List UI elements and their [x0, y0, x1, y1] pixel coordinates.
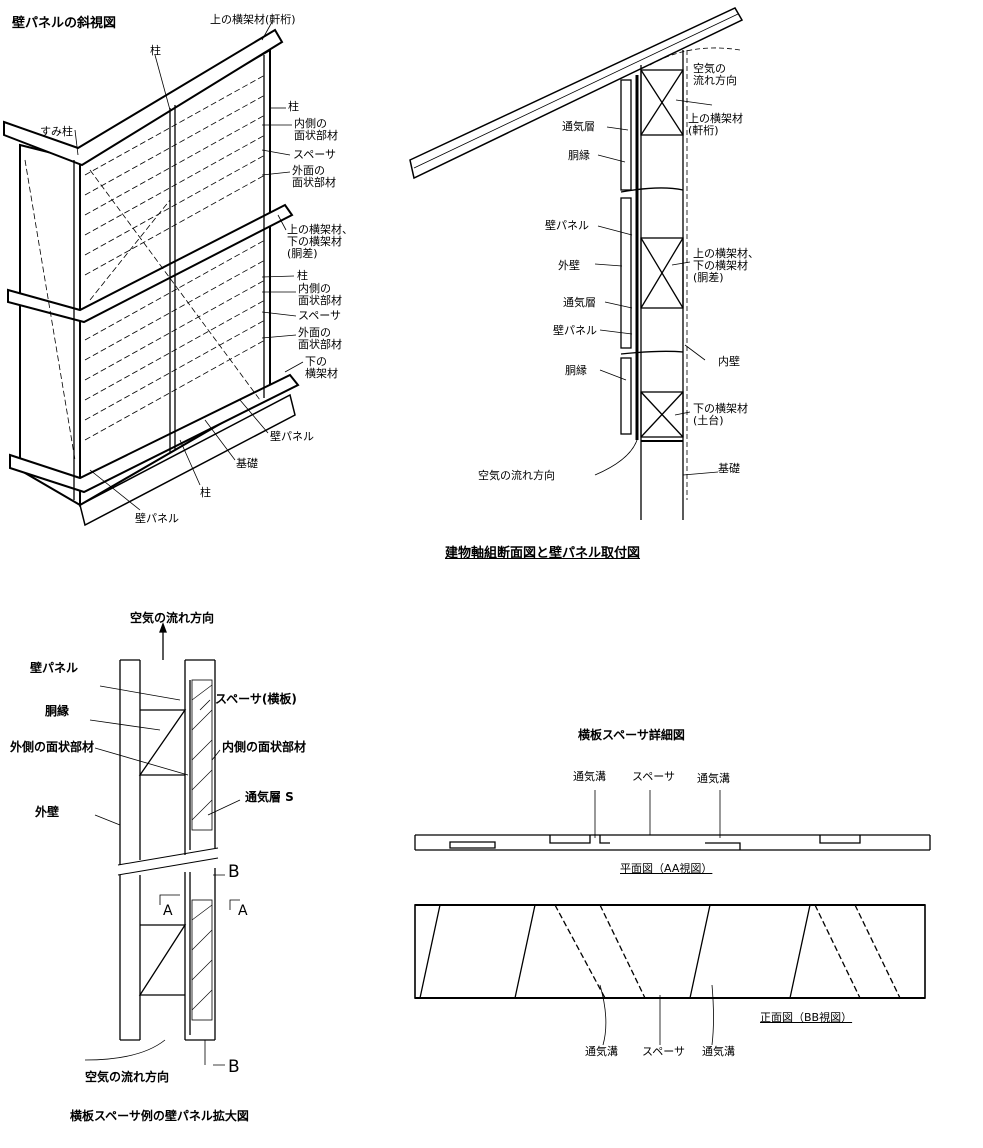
front-caption: 正面図（BB視図）	[760, 1012, 852, 1024]
enlarged-drawing	[85, 624, 240, 1065]
marker-a-left: A	[163, 903, 173, 919]
label-inner-panel: 内側の面状部材	[222, 740, 306, 754]
label-corner-post: すみ柱	[40, 126, 73, 138]
label-upper-beam-eaves: 上の横架材(軒桁)	[210, 14, 296, 26]
section-title: 建物軸組断面図と壁パネル取付図	[445, 542, 640, 561]
label-vent-layer-1: 通気層	[562, 121, 595, 133]
label-airflow-bottom: 空気の流れ方向	[85, 1070, 169, 1084]
label-inner-panel-1: 内側の 面状部材	[294, 118, 338, 142]
label-spacer: スペーサ(横板)	[215, 692, 297, 706]
label-mid-beam: 上の横架材、 下の横架材 (胴差)	[693, 248, 759, 284]
label-outer-panel-2: 外面の 面状部材	[298, 327, 342, 351]
label-furring-1: 胴縁	[568, 150, 590, 162]
label-wall-panel: 壁パネル	[30, 661, 78, 675]
marker-a-right: A	[238, 903, 248, 919]
front-label-groove-1: 通気溝	[585, 1046, 618, 1058]
label-post-top: 柱	[150, 45, 161, 57]
front-label-spacer: スペーサ	[642, 1046, 685, 1058]
label-wall-panel-2: 壁パネル	[553, 325, 597, 337]
label-exterior-wall: 外壁	[35, 805, 59, 819]
detail-title: 横板スペーサ詳細図	[578, 726, 685, 743]
label-outer-panel: 外側の面状部材	[10, 740, 94, 754]
plan-label-groove-2: 通気溝	[697, 773, 730, 785]
detail-drawing	[415, 790, 930, 1045]
label-interior-wall: 内壁	[718, 356, 740, 368]
label-post-bottom: 柱	[200, 487, 211, 499]
label-vent-layer: 通気層 S	[245, 790, 294, 804]
label-airflow-top: 空気の 流れ方向	[693, 63, 737, 87]
label-mid-beam: 上の横架材、 下の横架材 (胴差)	[287, 224, 353, 260]
label-spacer-2: スペーサ	[298, 310, 341, 322]
label-airflow-bottom: 空気の流れ方向	[478, 470, 555, 482]
label-post-2: 柱	[297, 270, 308, 282]
label-foundation: 基礎	[236, 458, 258, 470]
label-outer-panel-1: 外面の 面状部材	[292, 165, 336, 189]
label-airflow-top: 空気の流れ方向	[130, 611, 214, 625]
label-wall-panel-2: 壁パネル	[135, 513, 179, 525]
label-sill: 下の横架材 (土台)	[693, 403, 748, 427]
label-inner-panel-2: 内側の 面状部材	[298, 283, 342, 307]
label-exterior-wall: 外壁	[558, 260, 580, 272]
perspective-drawing	[4, 22, 303, 525]
label-lower-beam: 下の 横架材	[305, 356, 338, 380]
plan-label-groove-1: 通気溝	[573, 771, 606, 783]
label-vent-layer-2: 通気層	[563, 297, 596, 309]
label-wall-panel-1: 壁パネル	[545, 220, 589, 232]
label-furring: 胴縁	[45, 704, 69, 718]
label-post-1: 柱	[288, 101, 299, 113]
label-furring-2: 胴縁	[565, 365, 587, 377]
marker-b-top: B	[228, 862, 240, 882]
marker-b-bottom: B	[228, 1057, 240, 1077]
plan-caption: 平面図（AA視図）	[620, 863, 712, 875]
label-spacer-1: スペーサ	[293, 149, 336, 161]
label-wall-panel-1: 壁パネル	[270, 431, 314, 443]
plan-label-spacer: スペーサ	[632, 771, 675, 783]
label-foundation: 基礎	[718, 463, 740, 475]
enlarged-title: 横板スペーサ例の壁パネル拡大図	[70, 1107, 249, 1124]
label-upper-beam: 上の横架材 (軒桁)	[688, 113, 743, 137]
perspective-title: 壁パネルの斜視図	[12, 12, 116, 31]
front-label-groove-2: 通気溝	[702, 1046, 735, 1058]
